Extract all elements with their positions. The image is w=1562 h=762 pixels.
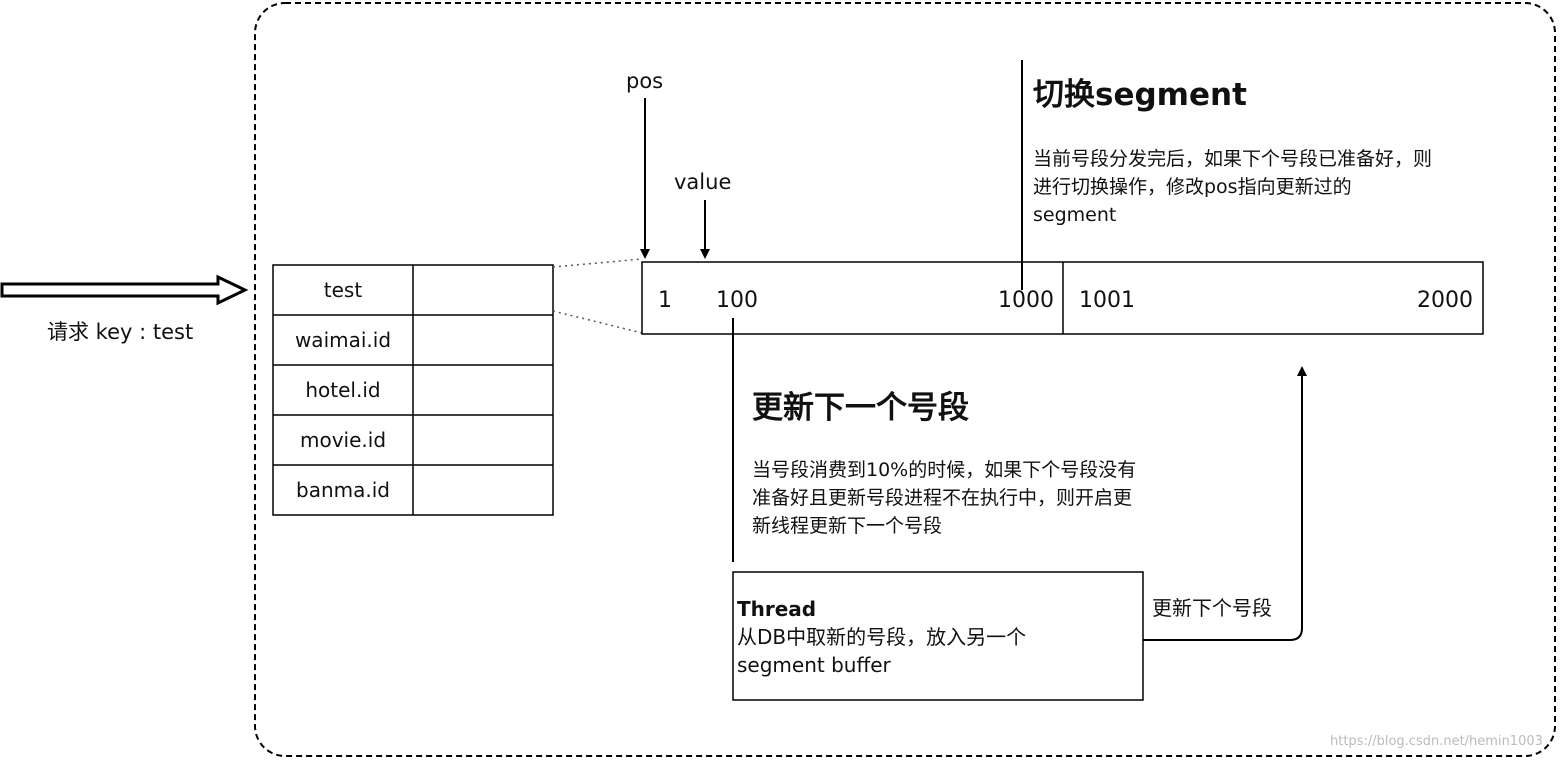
segment2-end: 2000 [1417, 288, 1473, 313]
key-cell-banma: banma.id [296, 478, 390, 502]
thread-title: Thread [737, 597, 817, 621]
segment1-start: 1 [658, 288, 672, 313]
update-title: 更新下一个号段 [752, 390, 969, 426]
switch-description: 当前号段分发完后，如果下个号段已准备好，则进行切换操作，修改pos指向更新过的s… [1033, 148, 1433, 226]
switch-title: 切换segment [1033, 77, 1247, 113]
key-cell-hotel: hotel.id [305, 378, 381, 402]
request-label: 请求 key : test [47, 320, 194, 344]
request-arrow [0, 274, 249, 306]
dotted-connectors [552, 258, 643, 334]
segment-buffer [641, 261, 1484, 335]
thread-description: 从DB中取新的号段，放入另一个segment buffer [737, 625, 1027, 677]
segment2-start: 1001 [1079, 288, 1135, 313]
update-description: 当号段消费到10%的时候，如果下个号段没有准备好且更新号段进程不在执行中，则开启… [752, 459, 1137, 537]
segment1-current: 100 [716, 288, 758, 313]
key-cell-movie: movie.id [299, 428, 387, 452]
key-table-grid [272, 264, 554, 516]
update-arrow [1143, 366, 1307, 641]
watermark: https://blog.csdn.net/hemin1003 [1330, 734, 1543, 749]
key-cell-test: test [323, 278, 363, 302]
key-cell-waimai: waimai.id [294, 328, 392, 352]
value-label: value [674, 170, 732, 194]
update-arrow-label: 更新下个号段 [1152, 596, 1272, 620]
thread-box [732, 571, 1144, 701]
dashed-container [254, 2, 1556, 757]
pos-label: pos [626, 69, 664, 93]
segment1-end: 1000 [998, 288, 1054, 313]
